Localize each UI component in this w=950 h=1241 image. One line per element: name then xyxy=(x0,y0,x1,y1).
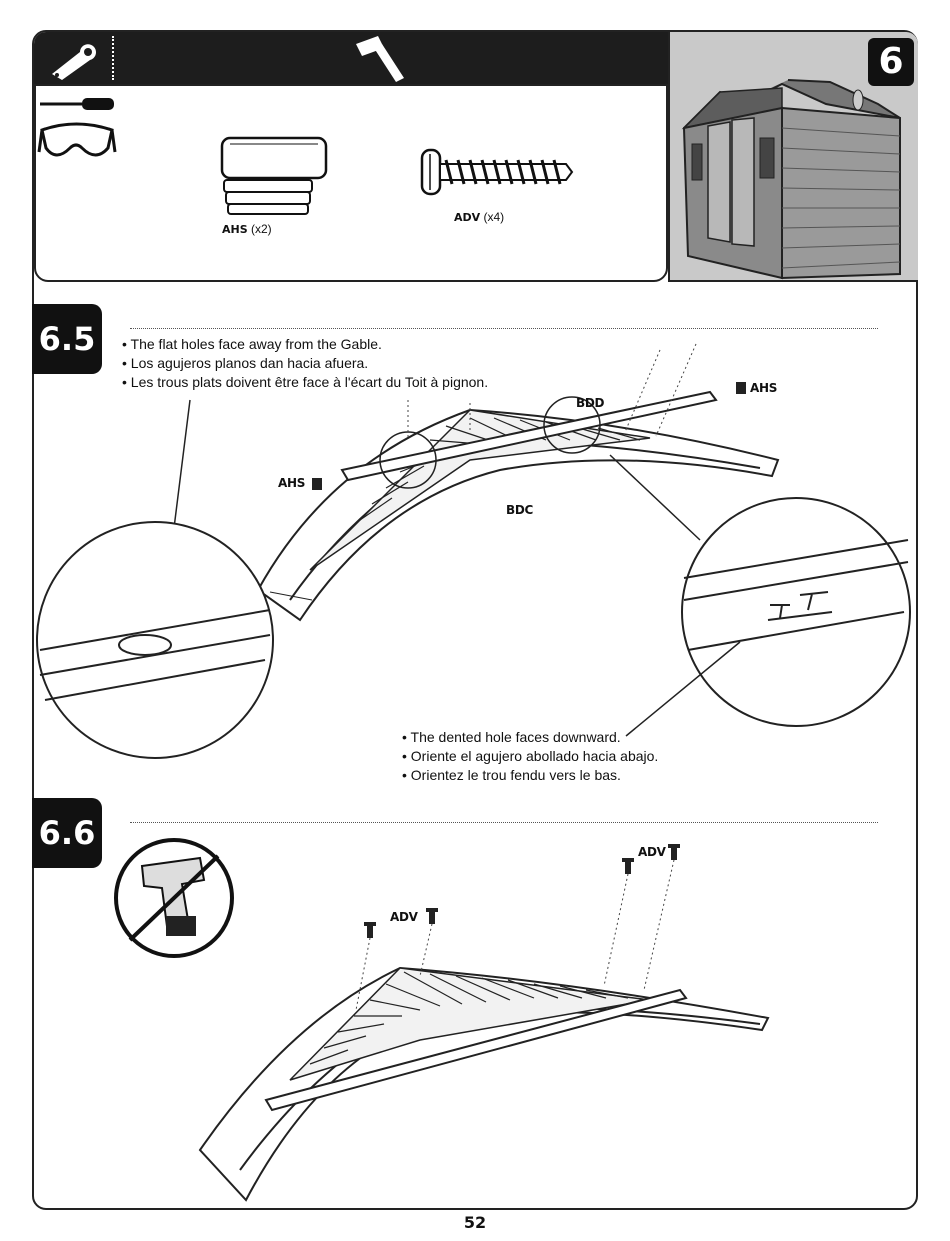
shed-illustration xyxy=(681,79,901,280)
page-number: 52 xyxy=(463,1213,487,1232)
label-ahs-left: AHS xyxy=(278,476,306,490)
section-divider xyxy=(130,328,878,329)
substep-badge-6-5: 6.5 xyxy=(32,304,102,374)
label-adv-left: ADV xyxy=(390,910,418,924)
substep-badge-6-6: 6.6 xyxy=(32,798,102,868)
note-es: Los agujeros planos dan hacia afuera. xyxy=(122,354,488,373)
label-adv-right: ADV xyxy=(638,845,666,859)
safety-glasses-icon xyxy=(37,122,117,157)
label-bdd: BDD xyxy=(576,396,605,410)
label-ahs-right: AHS xyxy=(750,381,778,395)
page-frame xyxy=(32,30,918,1210)
no-power-drill-icon xyxy=(114,838,234,958)
label-bdc: BDC xyxy=(506,503,534,517)
note-fr: Les trous plats doivent être face à l'éc… xyxy=(122,373,488,392)
header-bar xyxy=(34,32,668,84)
instructions-flat-holes: The flat holes face away from the Gable.… xyxy=(122,335,489,392)
note-en: The dented hole faces downward. xyxy=(402,728,658,747)
ahs-cap-icon xyxy=(220,136,328,215)
note-en: The flat holes face away from the Gable. xyxy=(122,335,488,354)
hammer-icon xyxy=(356,36,404,82)
adv-screw-icon xyxy=(420,148,574,196)
parts-panel xyxy=(34,84,668,282)
part-ahs-label: AHS (x2) xyxy=(222,222,272,236)
header-divider xyxy=(112,36,114,80)
part-adv-label: ADV (x4) xyxy=(454,210,505,224)
note-es: Oriente el agujero abollado hacia abajo. xyxy=(402,747,659,766)
section-divider xyxy=(130,822,878,823)
instructions-dented-hole: The dented hole faces downward. Oriente … xyxy=(402,728,659,785)
note-fr: Orientez le trou fendu vers le bas. xyxy=(402,766,658,785)
step-number-badge: 6 xyxy=(868,38,914,86)
wrench-icon xyxy=(52,44,96,80)
screwdriver-icon xyxy=(40,98,114,110)
